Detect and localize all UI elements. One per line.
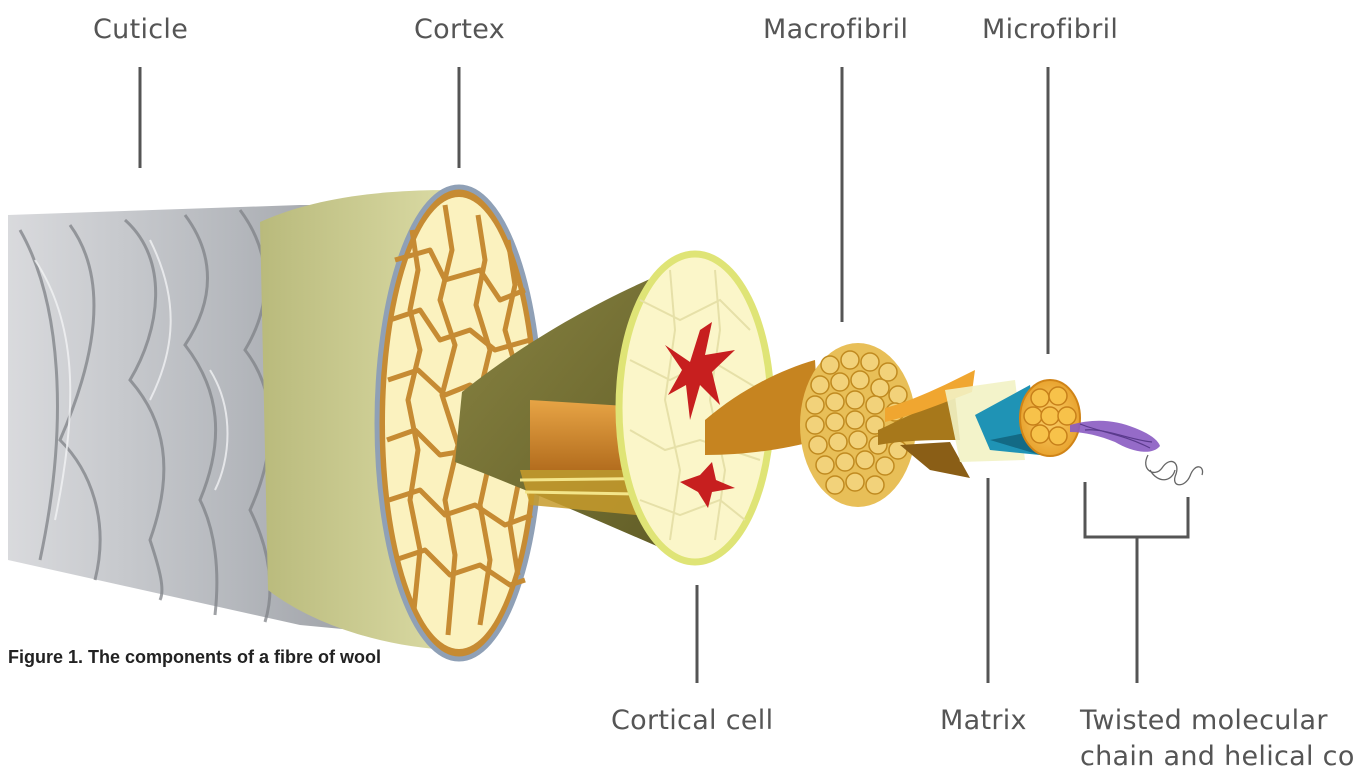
macrofibril-illustration: [800, 343, 975, 507]
label-cortex: Cortex: [414, 13, 505, 47]
label-cortical-cell: Cortical cell: [611, 704, 773, 738]
matrix-microfibril-illustration: [945, 380, 1080, 462]
label-twisted-line2: chain and helical coil: [1080, 740, 1354, 774]
helix-bracket: [1085, 482, 1188, 537]
label-microfibril: Microfibril: [982, 13, 1118, 47]
label-matrix: Matrix: [940, 704, 1027, 738]
label-cuticle: Cuticle: [93, 13, 188, 47]
label-twisted-line1: Twisted molecular: [1080, 704, 1328, 738]
label-macrofibril: Macrofibril: [763, 13, 908, 47]
helix-illustration: [1070, 421, 1203, 485]
figure-caption: Figure 1. The components of a fibre of w…: [8, 647, 381, 668]
